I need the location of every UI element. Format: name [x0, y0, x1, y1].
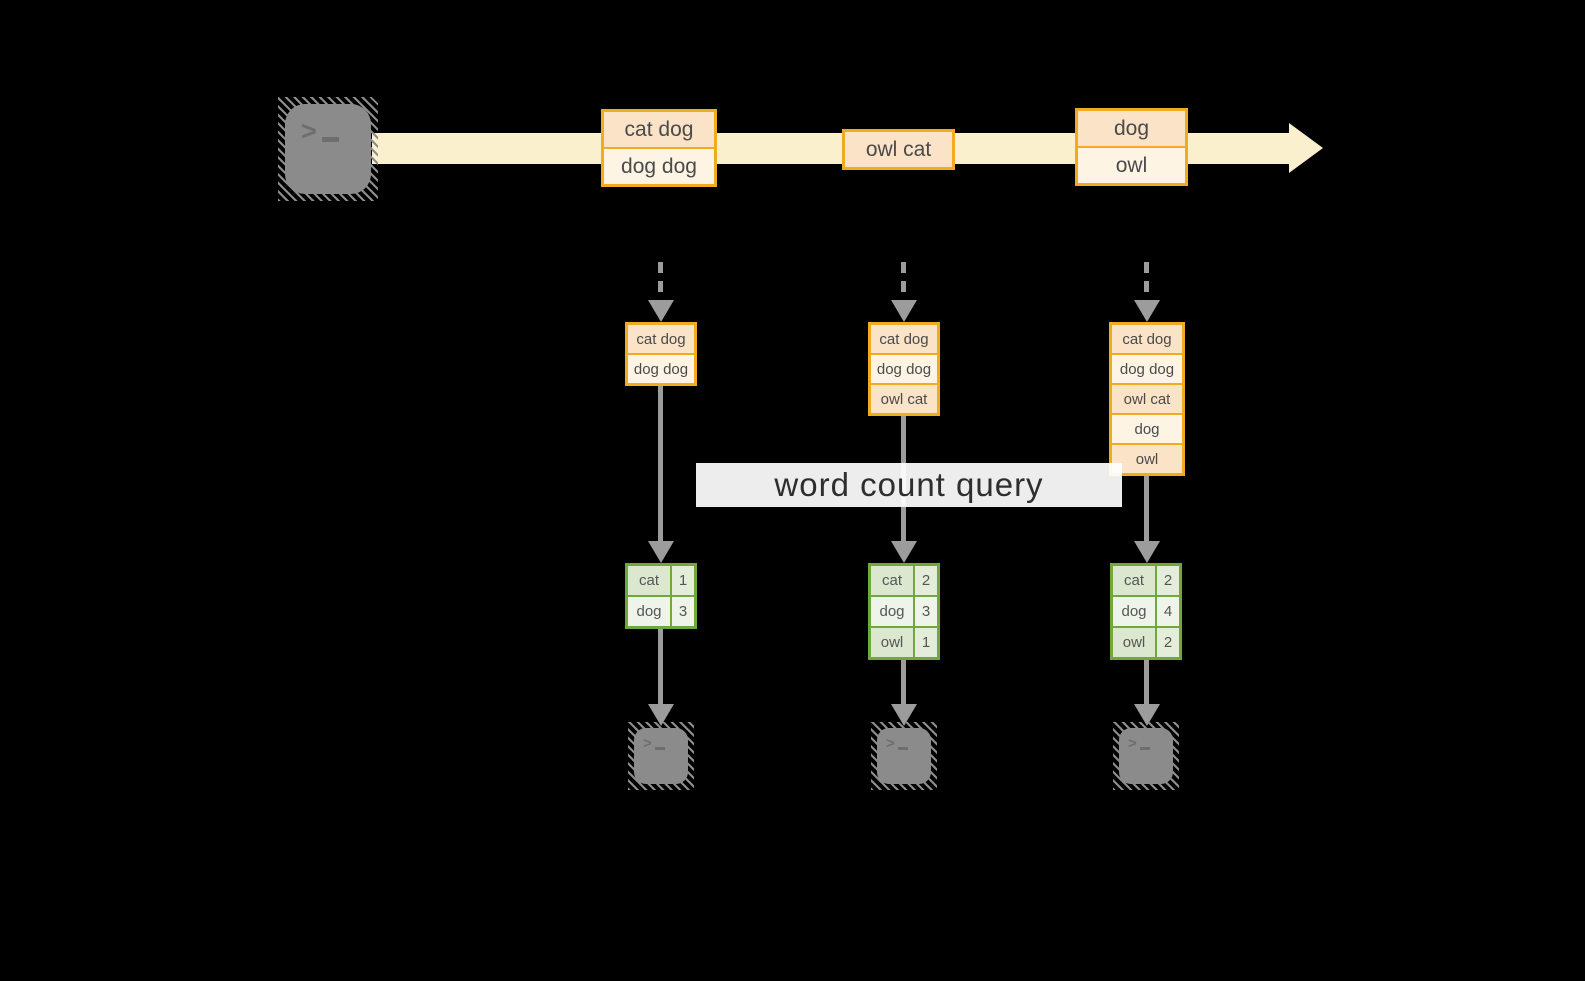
- prompt-underscore-icon: [654, 747, 665, 750]
- state-row: dog dog: [1112, 353, 1182, 383]
- word-cell: owl: [871, 628, 915, 657]
- connector-arrow-head-icon: [648, 541, 674, 563]
- table-row: dog 4: [1113, 595, 1179, 626]
- stream-source-terminal-icon: >: [278, 97, 378, 201]
- stream-arrow-head-icon: [1289, 123, 1323, 173]
- state-row: owl cat: [1112, 383, 1182, 413]
- table-row: cat 2: [871, 566, 937, 595]
- table-row: dog 3: [628, 595, 694, 626]
- connector-line: [1144, 474, 1149, 541]
- dashed-arrow-head-icon: [1134, 300, 1160, 322]
- count-table-1: cat 1 dog 3: [625, 563, 697, 629]
- word-cell: cat: [871, 566, 915, 595]
- query-label-band: word count query: [696, 463, 1122, 507]
- word-cell: cat: [1113, 566, 1157, 595]
- state-row: cat dog: [628, 325, 694, 353]
- terminal-screen: >: [1119, 728, 1173, 784]
- count-cell: 2: [915, 566, 937, 595]
- table-row: owl 2: [1113, 626, 1179, 657]
- count-cell: 3: [672, 597, 694, 626]
- prompt-underscore-icon: [897, 747, 908, 750]
- prompt-underscore-icon: [1139, 747, 1150, 750]
- state-row: owl cat: [871, 383, 937, 413]
- stream-event-word: dog dog: [604, 147, 714, 184]
- prompt-chevron-icon: >: [886, 735, 895, 752]
- output-arrow-head-icon: [891, 704, 917, 726]
- word-cell: cat: [628, 566, 672, 595]
- state-box-1: cat dog dog dog: [625, 322, 697, 386]
- word-cell: dog: [628, 597, 672, 626]
- state-box-2: cat dog dog dog owl cat: [868, 322, 940, 416]
- table-row: cat 2: [1113, 566, 1179, 595]
- word-cell: owl: [1113, 628, 1157, 657]
- connector-arrow-head-icon: [891, 541, 917, 563]
- stream-event-box-1: cat dog dog dog: [601, 109, 717, 187]
- stream-event-box-3: dog owl: [1075, 108, 1188, 186]
- state-row: dog dog: [871, 353, 937, 383]
- prompt-chevron-icon: >: [1128, 735, 1137, 752]
- table-row: owl 1: [871, 626, 937, 657]
- output-arrow-line: [901, 660, 906, 704]
- table-row: dog 3: [871, 595, 937, 626]
- state-row: dog dog: [628, 353, 694, 383]
- output-arrow-head-icon: [648, 704, 674, 726]
- stream-event-word: dog: [1078, 111, 1185, 146]
- state-row: cat dog: [871, 325, 937, 353]
- table-row: cat 1: [628, 566, 694, 595]
- dashed-arrow-line: [901, 262, 906, 302]
- stream-event-word: owl: [1078, 146, 1185, 183]
- prompt-chevron-icon: >: [643, 735, 652, 752]
- count-table-2: cat 2 dog 3 owl 1: [868, 563, 940, 660]
- query-label: word count query: [774, 466, 1044, 503]
- count-table-3: cat 2 dog 4 owl 2: [1110, 563, 1182, 660]
- count-cell: 3: [915, 597, 937, 626]
- dashed-arrow-line: [1144, 262, 1149, 302]
- output-arrow-line: [1144, 660, 1149, 704]
- count-cell: 1: [915, 628, 937, 657]
- output-terminal-icon-1: >: [628, 722, 694, 790]
- prompt-chevron-icon: >: [301, 116, 317, 146]
- output-terminal-icon-2: >: [871, 722, 937, 790]
- state-row: dog: [1112, 413, 1182, 443]
- stream-event-word: cat dog: [604, 112, 714, 147]
- stream-event-word: owl cat: [845, 132, 952, 167]
- dashed-arrow-head-icon: [648, 300, 674, 322]
- output-arrow-line: [658, 629, 663, 704]
- count-cell: 2: [1157, 566, 1179, 595]
- terminal-screen: >: [877, 728, 931, 784]
- dashed-arrow-head-icon: [891, 300, 917, 322]
- word-cell: dog: [871, 597, 915, 626]
- state-box-3: cat dog dog dog owl cat dog owl: [1109, 322, 1185, 476]
- terminal-screen: >: [285, 104, 371, 194]
- terminal-screen: >: [634, 728, 688, 784]
- word-cell: dog: [1113, 597, 1157, 626]
- state-row: cat dog: [1112, 325, 1182, 353]
- count-cell: 2: [1157, 628, 1179, 657]
- count-cell: 4: [1157, 597, 1179, 626]
- state-row: owl: [1112, 443, 1182, 473]
- output-arrow-head-icon: [1134, 704, 1160, 726]
- stream-event-box-2: owl cat: [842, 129, 955, 170]
- connector-line: [658, 384, 663, 541]
- connector-arrow-head-icon: [1134, 541, 1160, 563]
- prompt-underscore-icon: [321, 137, 339, 142]
- dashed-arrow-line: [658, 262, 663, 302]
- count-cell: 1: [672, 566, 694, 595]
- output-terminal-icon-3: >: [1113, 722, 1179, 790]
